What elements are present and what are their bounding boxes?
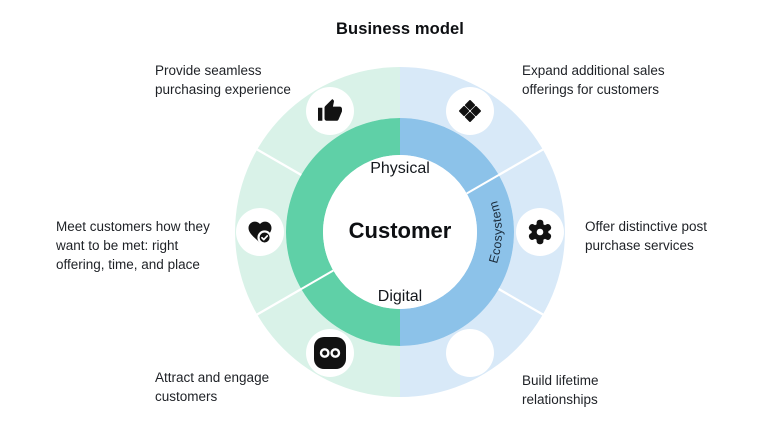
thumbs-up-icon — [317, 98, 342, 121]
empty-icon-circle — [446, 329, 494, 377]
gear-icon — [528, 219, 552, 245]
outer-ring-separators — [256, 148, 544, 316]
inner-ring-right-blue — [400, 118, 514, 346]
outer-ring-left-green — [235, 67, 400, 397]
customer-label: Customer — [348, 218, 452, 243]
diamonds-icon-circle — [446, 87, 494, 135]
digital-label: Digital — [377, 288, 423, 305]
infinity-icon — [314, 337, 346, 369]
callout-top-right: Expand additional sales offerings for cu… — [522, 63, 665, 98]
ecosystem-arc-label: Ecosystem — [486, 199, 505, 265]
inner-ring-left-green — [286, 118, 400, 346]
outer-ring-right-blue — [400, 67, 565, 397]
callout-bottom-right: Build lifetime relationships — [522, 373, 599, 408]
customer-hub-circle — [323, 155, 477, 309]
physical-label: Physical — [370, 160, 430, 177]
callout-top-left: Provide seamless purchasing experience — [155, 63, 291, 98]
callout-right: Offer distinctive post purchase services — [585, 219, 708, 254]
callout-bottom-left: Attract and engage customers — [155, 370, 270, 405]
page-title: Business model — [336, 20, 464, 38]
diamonds-icon — [459, 100, 481, 122]
callout-left: Meet customers how they want to be met: … — [56, 219, 210, 273]
heart-check-icon — [248, 221, 272, 245]
inner-ring-separators — [300, 174, 500, 290]
